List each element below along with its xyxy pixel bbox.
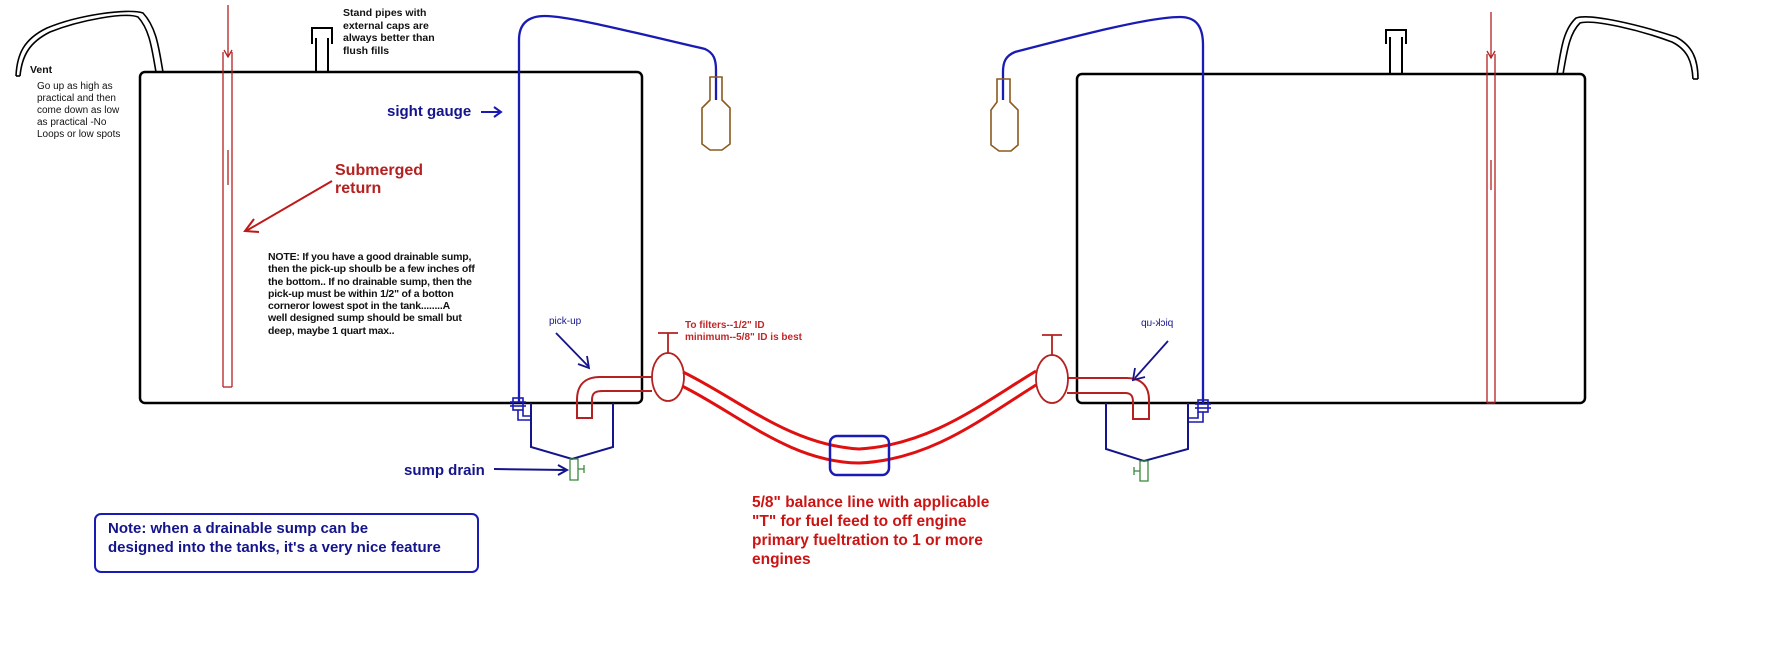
left-pickup-tube — [576, 376, 652, 419]
right-sight-bottle-icon — [990, 78, 1019, 152]
right-pickup-tube — [1067, 377, 1150, 420]
balance-line — [681, 369, 1037, 465]
balance-line-note: 5/8" balance line with applicable "T" fo… — [752, 494, 990, 568]
left-sump — [530, 403, 614, 461]
left-pickup-arrow-icon — [555, 332, 591, 370]
return-arrow-icon — [243, 180, 333, 233]
tee-filter-note: To filters--1/2" ID minimum--5/8" ID is … — [685, 320, 802, 343]
sump-drain-arrow-icon — [493, 464, 570, 476]
right-pickup-arrow-icon — [1131, 340, 1169, 382]
right-tee-fitting-icon — [1035, 334, 1069, 404]
right-sight-gauge — [1001, 15, 1205, 403]
left-pickup-label: pick-up — [549, 316, 582, 327]
sump-drain-label: sump drain — [404, 462, 485, 479]
left-tank — [138, 70, 644, 405]
right-fill-standpipe-icon — [1385, 29, 1407, 74]
left-tee-fitting-icon — [651, 332, 685, 402]
left-return-line — [222, 5, 233, 388]
submerged-return-label: Submerged return — [335, 162, 424, 197]
balance-line-coupler-icon — [828, 434, 891, 477]
right-tank-body — [1075, 72, 1587, 405]
vent-note: Go up as high as practical and then come… — [37, 81, 121, 140]
left-tank-body — [138, 70, 644, 405]
pickup-placement-note: NOTE: If you have a good drainable sump,… — [268, 251, 475, 337]
right-return-line — [1486, 12, 1496, 404]
left-gauge-fitting-icon — [510, 397, 531, 421]
sight-gauge-arrow-icon — [481, 106, 503, 118]
left-fill-standpipe-icon — [311, 27, 333, 72]
right-pickup-label: pick-up — [1141, 318, 1173, 329]
left-vent-icon — [15, 10, 164, 77]
sight-gauge-label: sight gauge — [387, 103, 472, 120]
right-vent-icon — [1556, 16, 1699, 80]
right-sump — [1105, 403, 1189, 463]
right-pickup-label-text: pick-up — [1141, 318, 1174, 329]
drainable-sump-note-box: Note: when a drainable sump can be desig… — [94, 513, 479, 573]
right-gauge-fitting-icon — [1189, 399, 1211, 423]
vent-label: Vent — [30, 64, 53, 76]
left-sump-drain-icon — [569, 458, 585, 481]
right-sump-drain-icon — [1133, 460, 1149, 482]
standpipe-note: Stand pipes with external caps are alway… — [343, 7, 435, 57]
left-sight-bottle-icon — [701, 76, 731, 151]
left-sight-gauge — [517, 14, 718, 402]
